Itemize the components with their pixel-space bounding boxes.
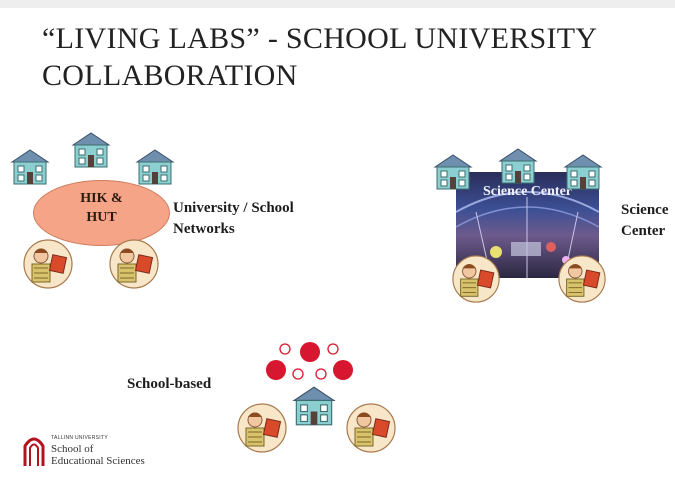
- school-house-icon: [135, 149, 175, 185]
- school-house-icon: [498, 148, 538, 184]
- title-line-1: “LIVING LABS” - SCHOOL UNIVERSITY: [42, 22, 598, 55]
- children-reading-icon: [109, 239, 159, 289]
- school-house-icon: [292, 386, 336, 426]
- children-reading-icon: [346, 403, 396, 453]
- logo-text: School of Educational Sciences: [51, 443, 145, 467]
- science-center-label: Science Center: [621, 200, 668, 242]
- school-based-label: School-based: [127, 376, 212, 392]
- school-house-icon: [10, 149, 50, 185]
- children-reading-icon: [237, 403, 287, 453]
- school-house-icon: [433, 154, 473, 190]
- university-logo-icon: [23, 437, 45, 466]
- science-center-label-line-1: Science: [621, 202, 669, 218]
- networks-label-line-2: Networks: [173, 221, 235, 237]
- science-center-label-line-2: Center: [621, 223, 666, 239]
- children-reading-icon: [452, 255, 500, 303]
- children-reading-icon: [558, 255, 606, 303]
- university-school-networks-label: University / School Networks: [173, 198, 294, 240]
- dots-cluster-icon: [266, 342, 353, 380]
- hik-hut-oval: HIK & HUT: [33, 180, 170, 246]
- science-center-caption: Science Center: [482, 184, 573, 199]
- oval-line-1: HIK &: [80, 191, 123, 206]
- networks-label-line-1: University / School: [173, 200, 294, 216]
- slide-top-strip: [0, 0, 675, 8]
- logo-university-name: TALLINN UNIVERSITY: [51, 435, 108, 441]
- oval-line-2: HUT: [86, 210, 117, 225]
- title-line-2: COLLABORATION: [42, 59, 298, 92]
- school-house-icon: [71, 132, 111, 168]
- school-house-icon: [563, 154, 603, 190]
- logo-line-1: School of: [51, 443, 94, 455]
- logo-line-2: Educational Sciences: [51, 455, 145, 467]
- oval-label: HIK & HUT: [34, 189, 169, 227]
- slide-title: “LIVING LABS” - SCHOOL UNIVERSITY COLLAB…: [42, 20, 662, 94]
- children-reading-icon: [23, 239, 73, 289]
